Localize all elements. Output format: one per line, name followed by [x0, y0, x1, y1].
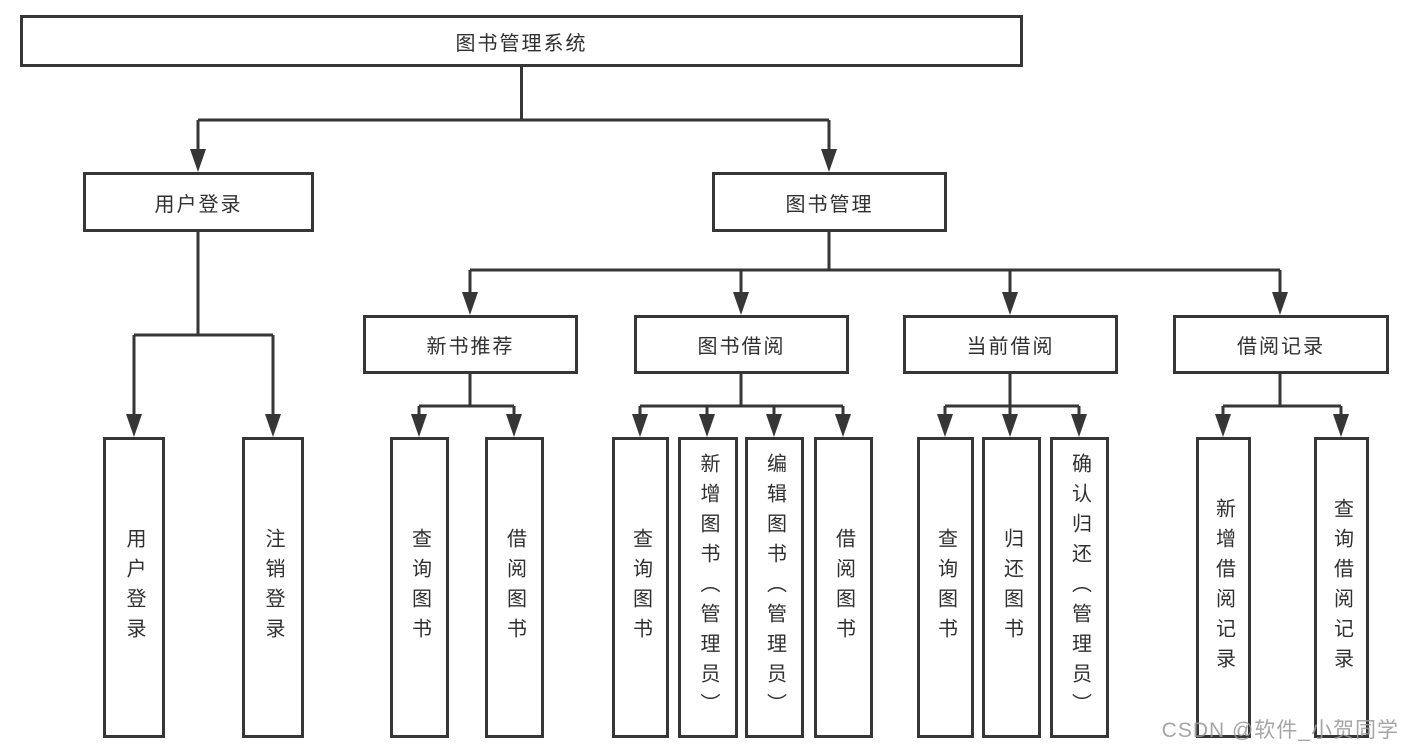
leaf-current-query-book: 查询图书	[917, 437, 974, 738]
node-new-book-recommend: 新书推荐	[363, 315, 578, 374]
node-root: 图书管理系统	[20, 15, 1023, 67]
leaf-records-add-record: 新增借阅记录	[1196, 437, 1251, 738]
leaf-current-confirm-return: 确认归还（管理员）	[1050, 437, 1109, 738]
node-borrow-records: 借阅记录	[1173, 315, 1389, 374]
leaf-recommend-query-book: 查询图书	[390, 437, 449, 738]
leaf-current-return-book: 归还图书	[982, 437, 1041, 738]
leaf-user-login: 用户登录	[103, 437, 165, 738]
leaf-borrow-borrow-book: 借阅图书	[814, 437, 873, 738]
leaf-logout: 注销登录	[242, 437, 304, 738]
leaf-borrow-add-book: 新增图书（管理员）	[678, 437, 738, 738]
node-book-borrow: 图书借阅	[634, 315, 849, 374]
leaf-recommend-borrow-book: 借阅图书	[485, 437, 544, 738]
leaf-records-query-record: 查询借阅记录	[1314, 437, 1369, 738]
node-current-borrow: 当前借阅	[903, 315, 1118, 374]
node-user-login: 用户登录	[83, 172, 314, 232]
leaf-borrow-query-book: 查询图书	[612, 437, 669, 738]
leaf-borrow-edit-book: 编辑图书（管理员）	[745, 437, 804, 738]
watermark: CSDN @软件_小贺同学	[1161, 719, 1399, 742]
node-book-management: 图书管理	[712, 172, 947, 232]
